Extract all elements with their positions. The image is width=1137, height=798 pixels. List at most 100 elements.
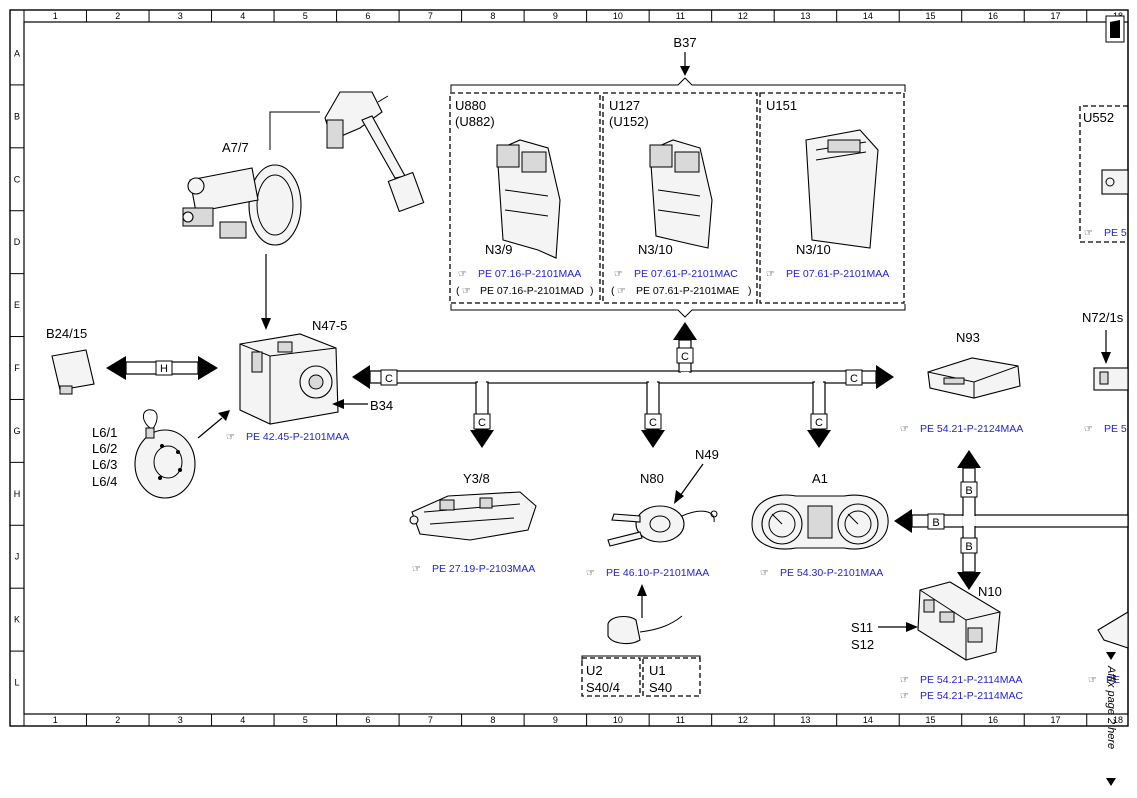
can-c-bus: C C C C C C (352, 322, 894, 448)
label-n10: N10 (978, 584, 1002, 599)
label-b34: B34 (370, 398, 393, 413)
reference-hand-icon: ☞ (1084, 424, 1093, 435)
reference-hand-icon: ☞ (226, 432, 235, 443)
n80-steering-column-module (607, 505, 718, 547)
bus-label-b-down: B (965, 541, 972, 553)
ref-u127[interactable]: PE 07.61-P-2101MAC (634, 268, 738, 280)
grid-column-label: 10 (613, 715, 623, 725)
reference-hand-icon: ☞ (766, 269, 775, 280)
grid-row-label: E (14, 300, 20, 310)
grid-column-label: 5 (303, 11, 308, 21)
label-l61: L6/1 (92, 425, 117, 440)
brake-disc-sensor (134, 409, 196, 499)
n475-esp-unit (239, 333, 339, 425)
label-n49: N49 (695, 447, 719, 462)
reference-hand-icon: ☞ (1084, 228, 1093, 239)
ref-n475[interactable]: PE 42.45-P-2101MAA (246, 431, 349, 443)
grid-column-label: 2 (115, 715, 120, 725)
ref-cut-right[interactable]: PE (1106, 674, 1120, 686)
label-s40: S40 (649, 680, 672, 695)
label-l62: L6/2 (92, 441, 117, 456)
grid-row-label: C (14, 174, 21, 184)
n39-control-unit (496, 139, 561, 259)
grid-column-label: 16 (988, 11, 998, 21)
a77-brake-booster (182, 164, 302, 246)
reference-hand-icon: ☞ (760, 568, 769, 579)
label-n310-a: N3/10 (638, 242, 673, 257)
reference-hand-icon: ☞ (900, 691, 909, 702)
grid-column-label: 1 (53, 715, 58, 725)
label-u1: U1 (649, 663, 666, 678)
grid-column-label: 9 (553, 11, 558, 21)
grid-column-label: 7 (428, 11, 433, 21)
bus-label-c-y38: C (478, 417, 486, 429)
grid-column-label: 15 (925, 715, 935, 725)
pedal-leader (269, 111, 320, 150)
b37-bottom-bracket (450, 304, 906, 318)
reference-hand-icon: ☞ (586, 568, 595, 579)
ref-u552[interactable]: PE 5 (1104, 227, 1127, 239)
reference-hand-icon: ☞ (412, 564, 421, 575)
grid-column-label: 10 (613, 11, 623, 21)
n721s-arrow (1101, 330, 1111, 364)
u1-box (642, 657, 701, 697)
label-n475: N47-5 (312, 318, 347, 333)
grid-row-label: B (14, 111, 20, 121)
cut-off-module (1097, 611, 1129, 649)
label-s12: S12 (851, 637, 874, 652)
b34-arrow (332, 399, 368, 409)
ref-n10-b[interactable]: PE 54.21-P-2114MAC (920, 690, 1024, 702)
label-u152: (U152) (609, 114, 649, 129)
grid-column-label: 4 (240, 11, 245, 21)
ref-a1[interactable]: PE 54.30-P-2101MAA (780, 567, 883, 579)
ref-u880[interactable]: PE 07.16-P-2101MAA (478, 268, 581, 280)
reference-hand-icon: ☞ (462, 286, 471, 297)
label-b2415: B24/15 (46, 326, 87, 341)
a1-instrument-cluster (751, 494, 889, 550)
bus-label-b-up: B (965, 485, 972, 497)
grid-column-label: 7 (428, 715, 433, 725)
grid-row-label: F (14, 363, 20, 373)
ref-n10-a[interactable]: PE 54.21-P-2114MAA (920, 674, 1023, 686)
n10-sam-module (917, 581, 1001, 661)
reference-hand-icon: ☞ (614, 269, 623, 280)
bus-label-c-left: C (385, 373, 393, 385)
bus-label-b-left: B (932, 517, 939, 529)
grid-row-label: K (14, 615, 20, 625)
grid-column-label: 13 (800, 715, 810, 725)
label-u882: (U882) (455, 114, 495, 129)
ref-u127-alt[interactable]: PE 07.61-P-2101MAE (636, 285, 739, 297)
ref-n721s[interactable]: PE 5 (1104, 423, 1127, 435)
grid-column-label: 8 (490, 11, 495, 21)
grid-column-label: 8 (490, 715, 495, 725)
grid-column-label: 12 (738, 715, 748, 725)
bus-label-c-n80: C (649, 417, 657, 429)
ref-n80[interactable]: PE 46.10-P-2101MAA (606, 567, 709, 579)
reference-hand-icon: ☞ (458, 269, 467, 280)
reference-hand-icon: ☞ (617, 286, 626, 297)
bus-label-c-a1: C (815, 417, 823, 429)
y38-transmission-control (409, 491, 537, 541)
label-s404: S40/4 (586, 680, 620, 695)
label-a77: A7/7 (222, 140, 249, 155)
grid-column-label: 4 (240, 715, 245, 725)
label-u880: U880 (455, 98, 486, 113)
bus-label-h: H (160, 363, 168, 375)
u127-box (602, 92, 758, 304)
grid-column-label: 14 (863, 11, 873, 21)
ref-n93[interactable]: PE 54.21-P-2124MAA (920, 423, 1023, 435)
bus-label-c-up: C (681, 351, 689, 363)
label-n39: N3/9 (485, 242, 512, 257)
ref-u151[interactable]: PE 07.61-P-2101MAA (786, 268, 889, 280)
u552-box (1079, 105, 1128, 243)
variant-bracket (581, 655, 701, 662)
u552-part (1101, 169, 1129, 195)
ref-u880-alt[interactable]: PE 07.16-P-2101MAD (480, 285, 584, 297)
ref-y38[interactable]: PE 27.19-P-2103MAA (432, 563, 535, 575)
s11-arrow (878, 622, 918, 632)
grid-column-label: 6 (365, 11, 370, 21)
n310-control-unit-b (805, 129, 879, 249)
n93-module (927, 357, 1021, 399)
label-n310-b: N3/10 (796, 242, 831, 257)
